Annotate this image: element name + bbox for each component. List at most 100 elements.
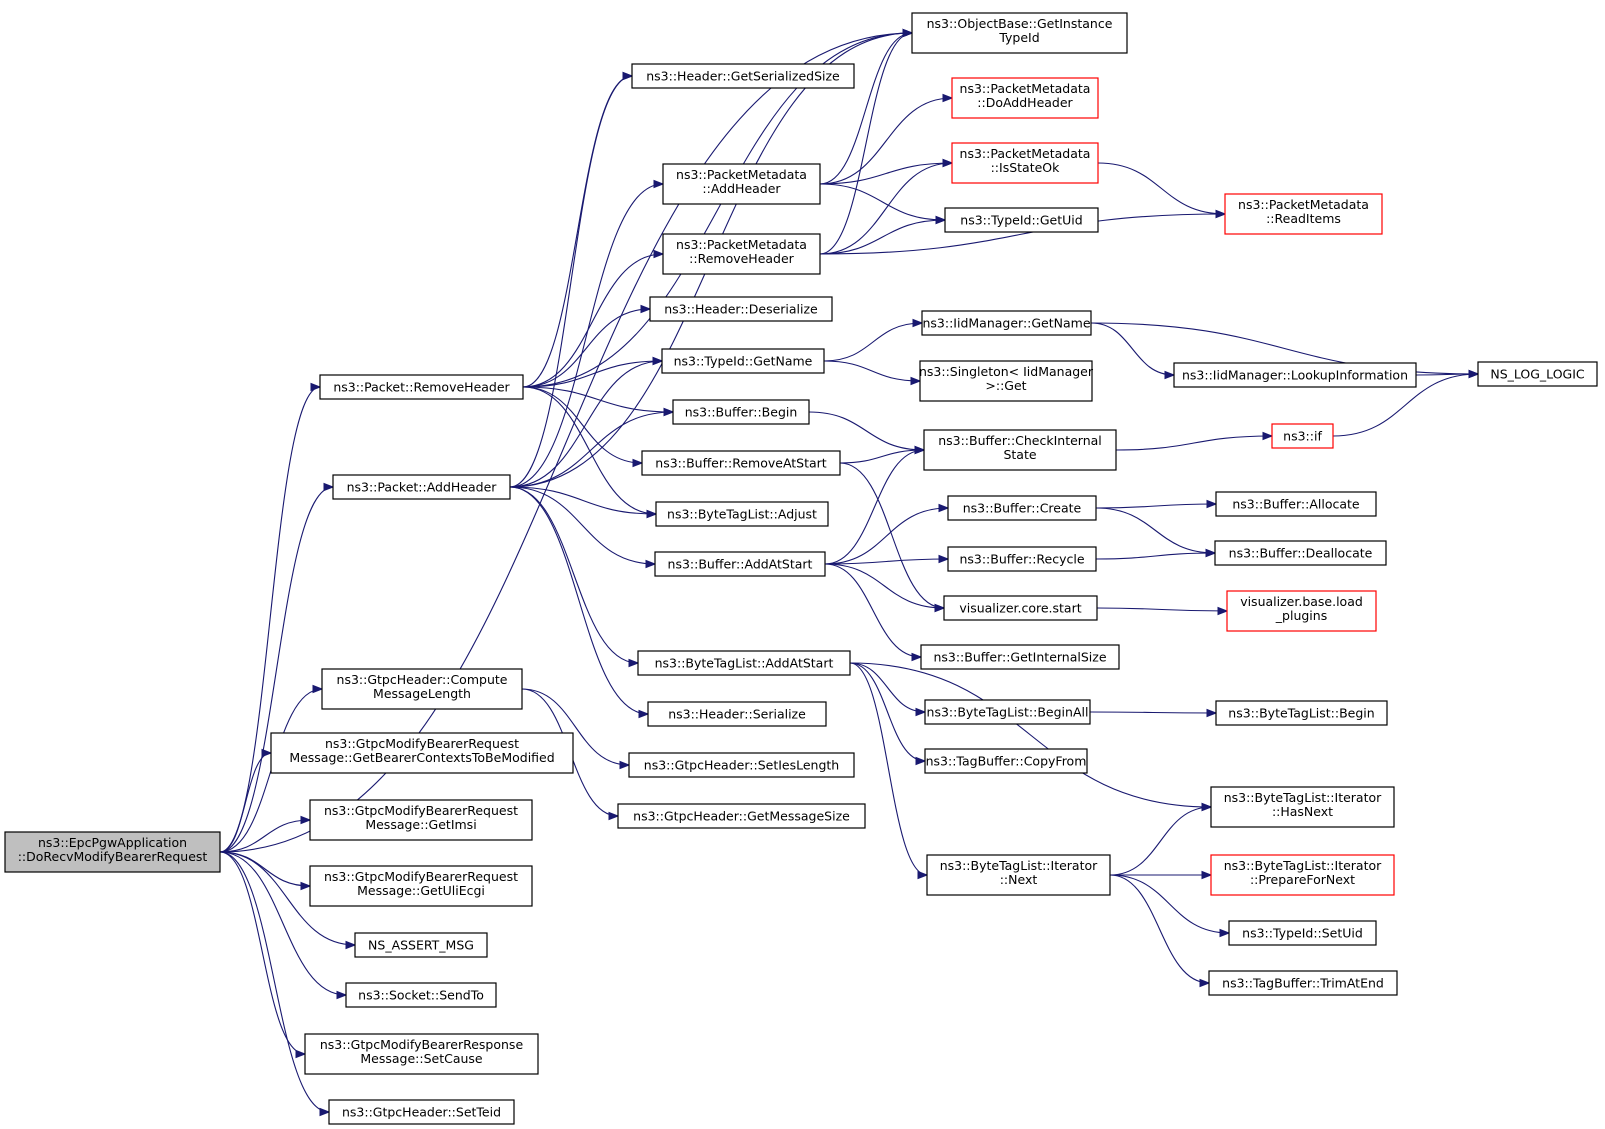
edge-arrowhead (319, 1107, 331, 1117)
node-bras[interactable]: ns3::Buffer::RemoveAtStart (641, 450, 841, 476)
node-hser[interactable]: ns3::Header::Serialize (647, 701, 827, 727)
node-box (662, 233, 821, 275)
edge-root-to-oget (219, 28, 914, 853)
node-label: ns3::TypeId::GetName (674, 354, 813, 369)
node-ggimsi[interactable]: ns3::GtpcModifyBearerRequestMessage::Get… (309, 799, 533, 841)
node-label: >::Get (985, 378, 1026, 393)
node-pah[interactable]: ns3::Packet::AddHeader (332, 474, 511, 500)
edge-line (819, 32, 913, 255)
node-nsam[interactable]: NS_ASSERT_MSG (354, 932, 488, 958)
node-btladj[interactable]: ns3::ByteTagList::Adjust (655, 501, 829, 527)
edge-pmrh-to-tgu (819, 215, 947, 255)
edge-arrowhead (1201, 802, 1213, 812)
edge-line (522, 32, 913, 388)
node-root[interactable]: ns3::EpcPgwApplication::DoRecvModifyBear… (4, 831, 221, 873)
node-label: Message::SetCause (360, 1051, 483, 1066)
node-vcs[interactable]: visualizer.core.start (943, 595, 1098, 621)
edge-arrowhead (300, 881, 312, 891)
edge-arrowhead (628, 658, 640, 668)
edge-root-to-nsam (219, 851, 357, 950)
node-label: ns3::PacketMetadata (1238, 197, 1369, 212)
node-ggms[interactable]: ns3::GtpcHeader::GetMessageSize (617, 803, 866, 829)
node-pmiso[interactable]: ns3::PacketMetadata::IsStateOk (951, 142, 1099, 184)
node-gsil[interactable]: ns3::GtpcHeader::SetIesLength (628, 752, 855, 778)
node-tgu[interactable]: ns3::TypeId::GetUid (944, 207, 1099, 233)
node-box (1224, 193, 1383, 235)
node-gsc[interactable]: ns3::GtpcModifyBearerResponseMessage::Se… (304, 1033, 539, 1075)
edge-line (839, 449, 925, 464)
edge-root-to-gbctbm (219, 748, 273, 853)
edge-arrowhead (1215, 209, 1227, 219)
edge-line (219, 851, 311, 887)
node-iidgn[interactable]: ns3::IidManager::GetName (921, 310, 1092, 336)
edge-pmrh-to-oget (819, 28, 914, 255)
node-box (654, 551, 826, 577)
node-pmrh[interactable]: ns3::PacketMetadata::RemoveHeader (662, 233, 821, 275)
edge-arrowhead (912, 318, 924, 328)
node-bgis[interactable]: ns3::Buffer::GetInternalSize (920, 644, 1120, 670)
node-label: ns3::TypeId::SetUid (1242, 926, 1363, 941)
edge-btlaas-to-btlin (849, 662, 929, 880)
node-sing[interactable]: ns3::Singleton< IidManager>::Get (919, 360, 1094, 402)
node-brec[interactable]: ns3::Buffer::Recycle (947, 546, 1097, 572)
node-btlaas[interactable]: ns3::ByteTagList::AddAtStart (637, 650, 851, 676)
edge-arrowhead (911, 652, 923, 662)
node-tgn[interactable]: ns3::TypeId::GetName (661, 348, 825, 374)
node-baas[interactable]: ns3::Buffer::AddAtStart (654, 551, 826, 577)
node-label: visualizer.base.load (1240, 594, 1363, 609)
node-pmdah[interactable]: ns3::PacketMetadata::DoAddHeader (951, 77, 1099, 119)
edge-line (522, 386, 643, 464)
edge-prh-to-bras (522, 386, 644, 468)
node-nslog[interactable]: NS_LOG_LOGIC (1477, 361, 1598, 387)
node-btlipfn[interactable]: ns3::ByteTagList::Iterator::PrepareForNe… (1210, 854, 1395, 896)
node-btlba[interactable]: ns3::ByteTagList::BeginAll (924, 699, 1091, 725)
edge-line (509, 486, 657, 515)
node-label: ns3::Buffer::AddAtStart (668, 557, 813, 572)
node-bcre[interactable]: ns3::Buffer::Create (947, 495, 1097, 521)
node-label: ns3::Header::Serialize (668, 707, 806, 722)
edge-line (1109, 874, 1210, 984)
node-vblp[interactable]: visualizer.base.load_plugins (1226, 590, 1377, 632)
node-nsif[interactable]: ns3::if (1271, 423, 1334, 449)
edge-line (219, 819, 311, 853)
node-bbeg[interactable]: ns3::Buffer::Begin (672, 399, 810, 425)
edge-pah-to-hser (509, 486, 650, 719)
node-iidli[interactable]: ns3::IidManager::LookupInformation (1173, 362, 1417, 388)
node-prh[interactable]: ns3::Packet::RemoveHeader (319, 374, 524, 400)
edge-baas-to-vcs (824, 563, 946, 613)
edge-line (219, 486, 334, 853)
node-hgss[interactable]: ns3::Header::GetSerializedSize (631, 63, 855, 89)
edge-line (1090, 322, 1175, 376)
node-label: ::RemoveHeader (689, 251, 795, 266)
edge-line (824, 563, 922, 658)
edge-baas-to-brec (824, 554, 950, 565)
node-box (921, 310, 1092, 336)
node-balloc[interactable]: ns3::Buffer::Allocate (1215, 491, 1377, 517)
node-label: ns3::Packet::RemoveHeader (333, 380, 510, 395)
node-btlin[interactable]: ns3::ByteTagList::Iterator::Next (926, 854, 1111, 896)
node-tsu[interactable]: ns3::TypeId::SetUid (1228, 920, 1377, 946)
node-box (332, 474, 511, 500)
node-bdealloc[interactable]: ns3::Buffer::Deallocate (1214, 540, 1387, 566)
node-btlb[interactable]: ns3::ByteTagList::Begin (1215, 700, 1388, 726)
node-tbcf[interactable]: ns3::TagBuffer::CopyFrom (924, 748, 1088, 774)
edge-line (509, 411, 674, 488)
edge-btlin-to-tbtae (1109, 874, 1211, 988)
node-gst[interactable]: ns3::GtpcHeader::SetTeid (328, 1099, 515, 1125)
edge-arrowhead (917, 870, 929, 880)
node-gguli[interactable]: ns3::GtpcModifyBearerRequestMessage::Get… (309, 865, 533, 907)
node-sst[interactable]: ns3::Socket::SendTo (345, 982, 497, 1008)
node-btlihn[interactable]: ns3::ByteTagList::Iterator::HasNext (1210, 786, 1395, 828)
edge-arrowhead (312, 684, 324, 694)
node-tbtae[interactable]: ns3::TagBuffer::TrimAtEnd (1208, 970, 1398, 996)
node-pmri[interactable]: ns3::PacketMetadata::ReadItems (1224, 193, 1383, 235)
node-box (345, 982, 497, 1008)
edge-line (819, 213, 1226, 255)
node-hdes[interactable]: ns3::Header::Deserialize (649, 296, 833, 322)
node-box (1214, 540, 1387, 566)
node-gbctbm[interactable]: ns3::GtpcModifyBearerRequestMessage::Get… (270, 732, 574, 774)
node-pmah[interactable]: ns3::PacketMetadata::AddHeader (662, 163, 821, 205)
